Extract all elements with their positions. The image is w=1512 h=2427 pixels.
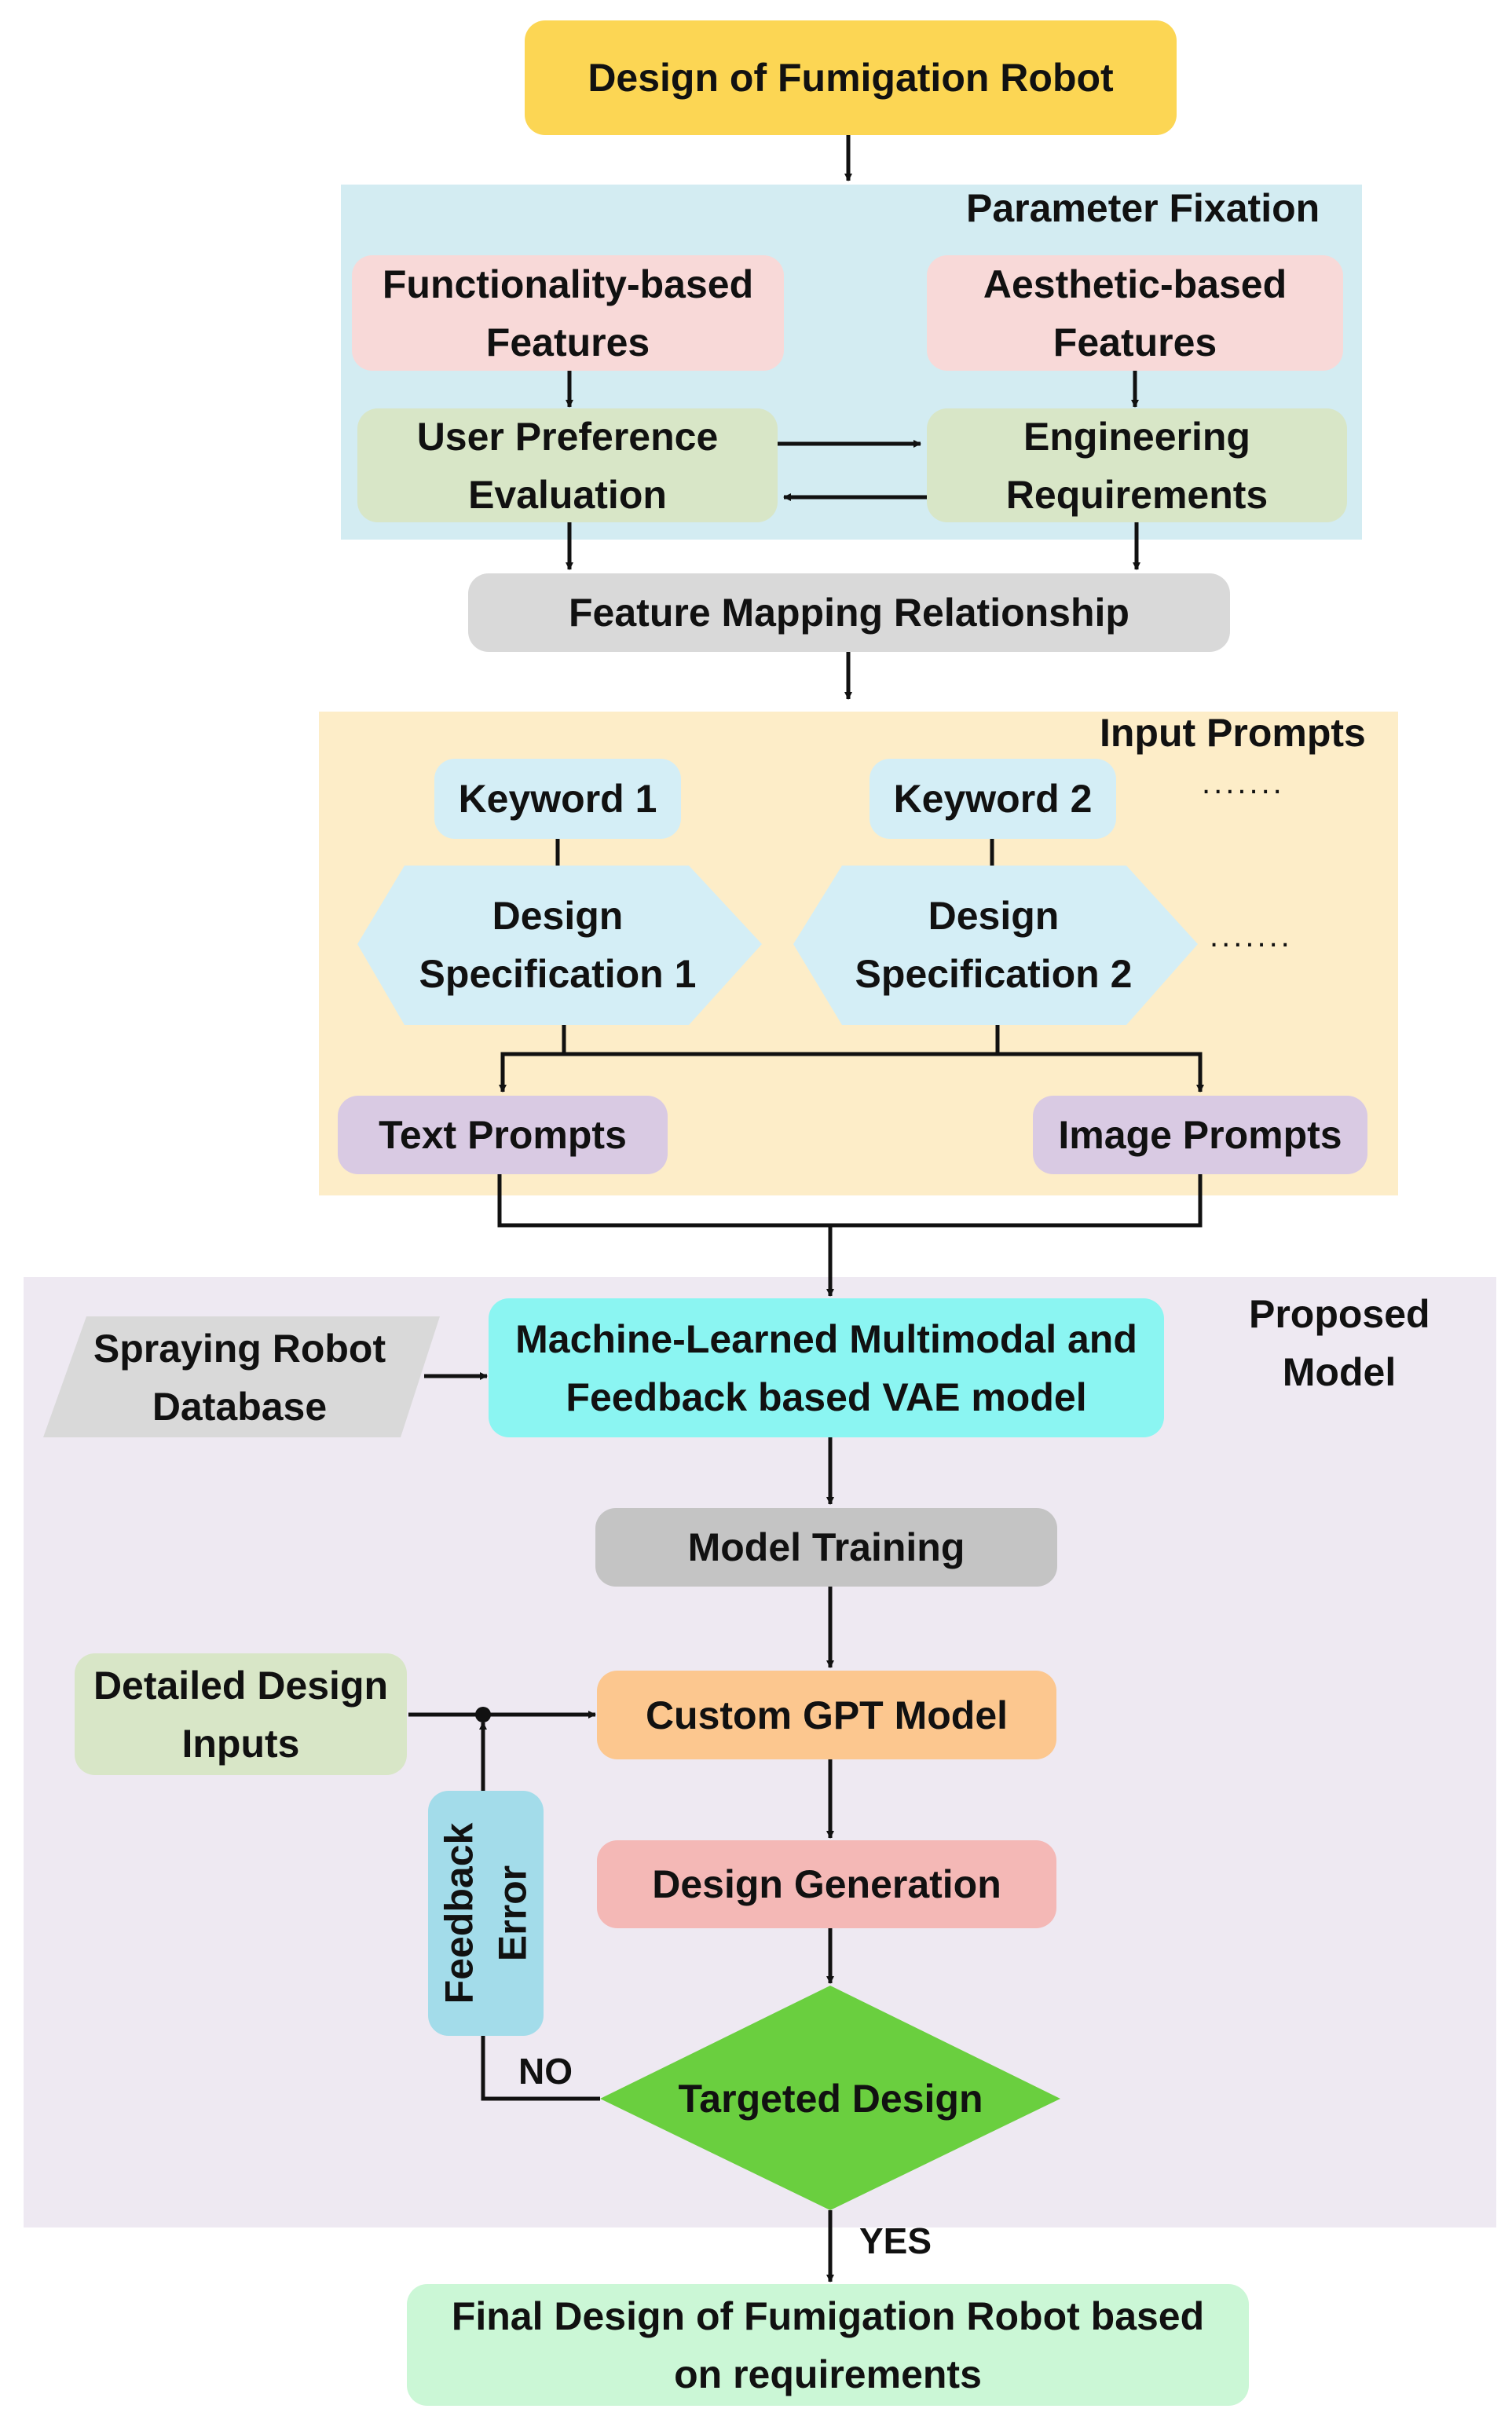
- connector-bus-to-text-prompts: [499, 1052, 1013, 1093]
- proposed-model-title-text: Proposed Model: [1249, 1292, 1430, 1394]
- detailed-design-inputs-node: Detailed Design Inputs: [75, 1653, 407, 1775]
- feature-mapping-node: Feature Mapping Relationship: [468, 573, 1230, 652]
- image-prompts-node: Image Prompts: [1033, 1096, 1367, 1174]
- keyword-1-node: Keyword 1: [434, 759, 681, 839]
- proposed-model-title: Proposed Model: [1249, 1285, 1430, 1401]
- custom-gpt-model-node: Custom GPT Model: [597, 1671, 1056, 1759]
- targeted-design-label: Targeted Design: [678, 2077, 983, 2121]
- text-prompts-node: Text Prompts: [338, 1096, 668, 1174]
- connector-prompts-merge: [497, 1174, 1203, 1228]
- engineering-requirements-node: Engineering Requirements: [927, 408, 1347, 522]
- design-generation-node: Design Generation: [597, 1840, 1056, 1928]
- feedback-error-node: Feedback Error: [428, 1791, 544, 2036]
- no-label: NO: [518, 2051, 573, 2092]
- keyword-2-node: Keyword 2: [869, 759, 1116, 839]
- input-prompts-title: Input Prompts: [1100, 711, 1366, 755]
- final-design-node: Final Design of Fumigation Robot based o…: [407, 2284, 1249, 2406]
- aesthetic-features-node: Aesthetic-based Features: [927, 255, 1343, 371]
- parameter-fixation-title: Parameter Fixation: [966, 186, 1320, 230]
- feedback-error-label: Feedback Error: [437, 1822, 535, 2004]
- user-preference-node: User Preference Evaluation: [357, 408, 778, 522]
- ellipsis-keywords: .......: [1202, 766, 1285, 800]
- spraying-robot-database-shape: [43, 1316, 440, 1437]
- design-fumigation-robot-node: Design of Fumigation Robot: [525, 20, 1177, 135]
- spraying-robot-database-label: Spraying Robot Database: [93, 1327, 386, 1429]
- connector-bus-to-image-prompts: [550, 1052, 1204, 1093]
- ellipsis-specs: .......: [1210, 919, 1293, 954]
- design-spec-1-hexagon: [357, 866, 762, 1025]
- model-training-node: Model Training: [595, 1508, 1057, 1587]
- functionality-features-node: Functionality-based Features: [352, 255, 784, 371]
- yes-label: YES: [859, 2220, 932, 2261]
- design-spec-2-label: Design Specification 2: [855, 894, 1133, 996]
- design-spec-1-label: Design Specification 1: [419, 894, 697, 996]
- targeted-design-diamond: [600, 1986, 1060, 2210]
- vae-model-node: Machine-Learned Multimodal and Feedback …: [489, 1298, 1164, 1437]
- junction-dot: [475, 1707, 491, 1722]
- design-spec-2-hexagon: [793, 866, 1198, 1025]
